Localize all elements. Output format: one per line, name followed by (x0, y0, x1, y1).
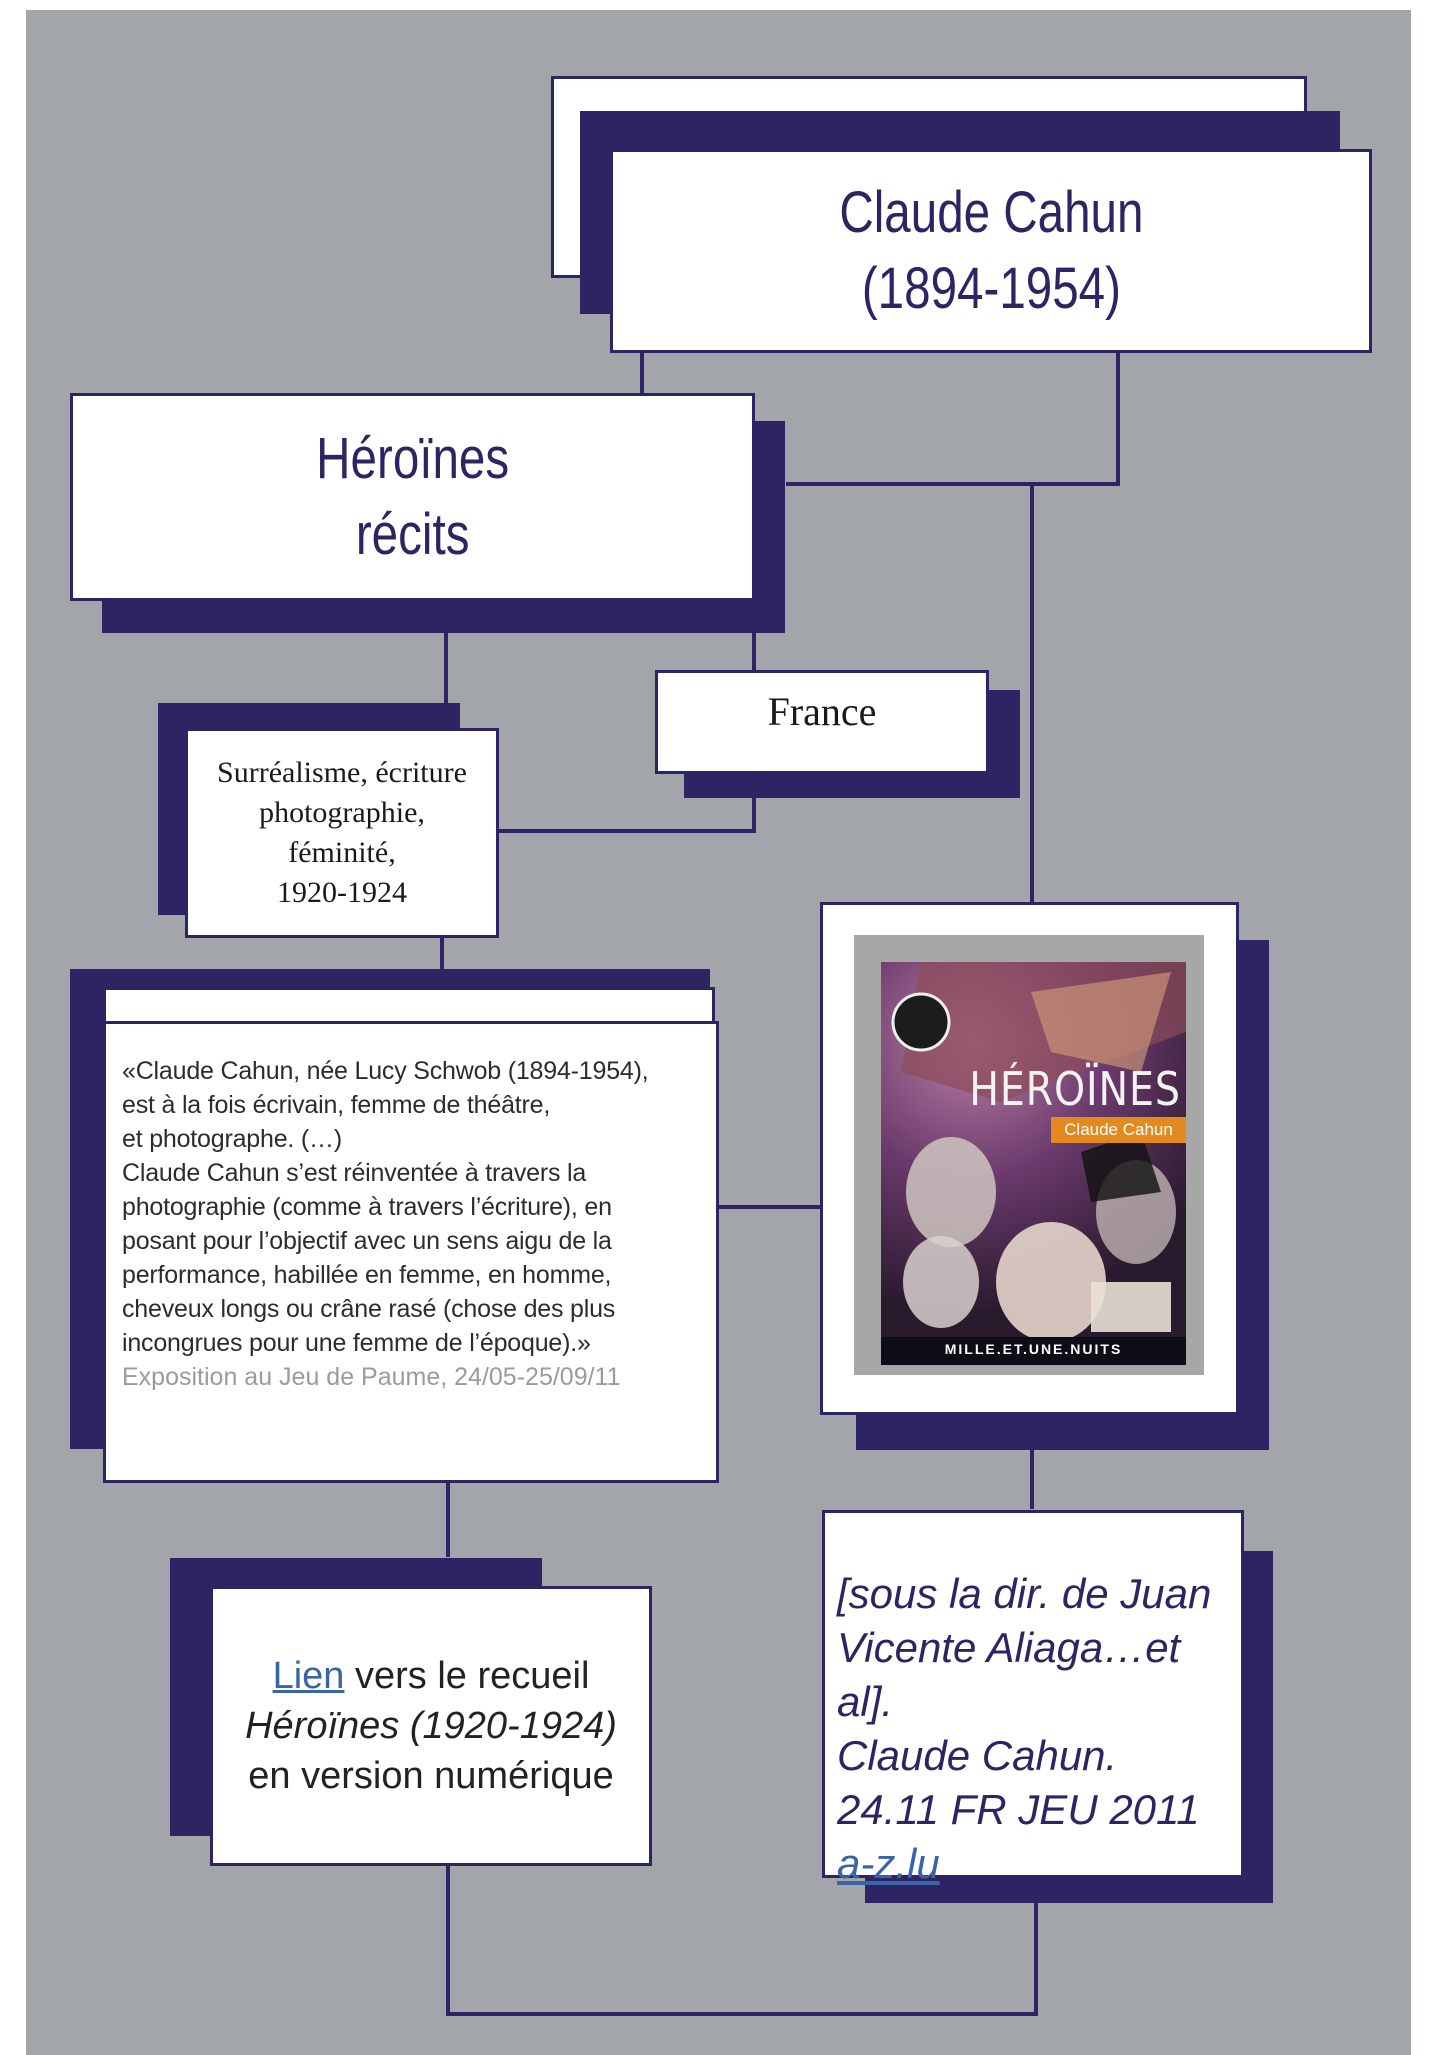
connector-bottom-horizontal (446, 2012, 1038, 2016)
connector-cover-to-ref (1030, 1447, 1034, 1509)
book-cover-image[interactable]: HÉROÏNES Claude Cahun MILLE.ET.UNE.NUITS (881, 962, 1186, 1365)
author-dates: (1894-1954) (861, 256, 1121, 321)
connector-themes-to-france (496, 829, 756, 833)
work-title: Héroïnes (316, 426, 509, 491)
cover-box: HÉROÏNES Claude Cahun MILLE.ET.UNE.NUITS (820, 902, 1239, 1415)
ref-line-3: Claude Cahun. (837, 1732, 1118, 1779)
theme-line-4: 1920-1924 (276, 876, 407, 909)
connector-heroines-to-france (752, 632, 756, 672)
ref-line-1: [sous la dir. de Juan (837, 1570, 1212, 1617)
link-line-3: en version numérique (248, 1755, 614, 1797)
collection-link[interactable]: Lien (272, 1655, 345, 1697)
cover-title: HÉROÏNES (969, 1062, 1181, 1116)
connector-title-to-heroines (640, 348, 644, 394)
link-line-1: Lien vers le recueil (245, 1651, 617, 1701)
theme-line-1: Surréalisme, écriture (217, 756, 467, 789)
france-box: France (655, 670, 989, 774)
cover-collage-graphic (881, 962, 1186, 1365)
connector-title-right-down (1116, 348, 1120, 485)
connector-quote-to-cover (718, 1205, 822, 1209)
ref-box: [sous la dir. de Juan Vicente Aliaga…et … (822, 1510, 1244, 1887)
link-line-1-rest: vers le recueil (344, 1655, 590, 1697)
connector-link-down (446, 1865, 450, 2015)
country-label: France (767, 688, 877, 734)
title-box: Claude Cahun (1894-1954) (610, 149, 1372, 353)
ref-line-2: Vicente Aliaga…et al]. (837, 1624, 1181, 1725)
link-line-2: Héroïnes (1920-1924) (245, 1705, 617, 1747)
connector-france-down (752, 795, 756, 831)
quote-box: «Claude Cahun, née Lucy Schwob (1894-195… (103, 1021, 719, 1483)
theme-line-3: féminité, (288, 836, 396, 869)
catalog-link[interactable]: a-z.lu (837, 1840, 940, 1887)
cover-publisher: MILLE.ET.UNE.NUITS (944, 1341, 1123, 1357)
connector-themes-to-quote (440, 937, 444, 987)
connector-vertical-right-main (1030, 482, 1034, 902)
heroines-box: Héroïnes récits (70, 393, 755, 601)
theme-line-2: photographie, (259, 796, 425, 829)
quote-text: «Claude Cahun, née Lucy Schwob (1894-195… (122, 1057, 649, 1357)
ref-line-4: 24.11 FR JEU 2011 (837, 1786, 1200, 1833)
author-name: Claude Cahun (838, 180, 1144, 245)
quote-source: Exposition au Jeu de Paume, 24/05-25/09/… (122, 1363, 621, 1391)
connector-heroines-to-themes (444, 632, 448, 728)
themes-box: Surréalisme, écriture photographie, fémi… (185, 728, 499, 938)
link-box: Lien vers le recueil Héroïnes (1920-1924… (210, 1586, 652, 1866)
cover-author-band: Claude Cahun (1051, 1117, 1186, 1143)
connector-quote-to-link (446, 1481, 450, 1557)
connector-horizontal-heroines-right (786, 482, 1120, 486)
connector-ref-down (1034, 1903, 1038, 2016)
work-genre: récits (355, 502, 470, 567)
